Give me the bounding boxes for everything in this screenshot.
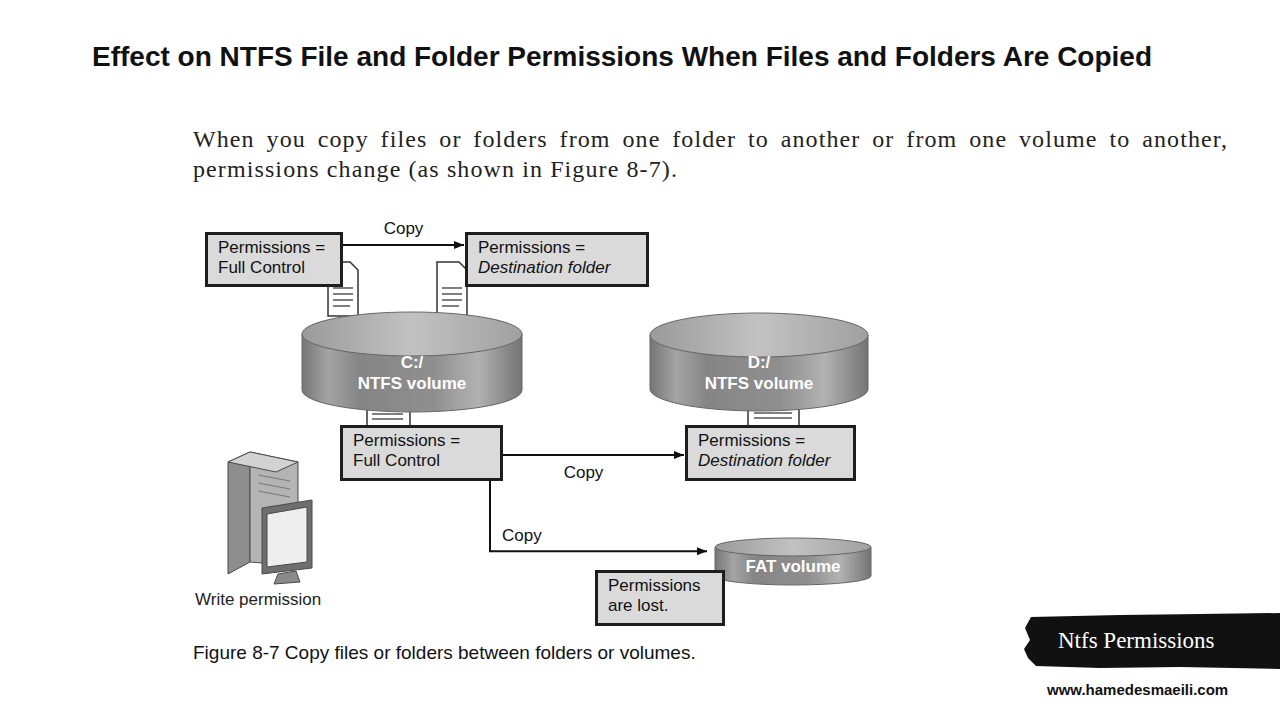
permission-box: Permissions =Destination folder xyxy=(685,425,856,481)
box-text: Permissions = xyxy=(698,431,843,451)
volume-cylinder: C:/NTFS volume xyxy=(302,312,522,412)
box-text: Permissions = xyxy=(478,238,636,258)
box-text: Permissions = xyxy=(218,238,330,258)
box-text: Destination folder xyxy=(698,451,843,471)
volume-label: FAT volume xyxy=(745,556,840,577)
permission-box: Permissions are lost. xyxy=(595,570,725,626)
edge-label: Copy xyxy=(500,526,544,545)
box-text: Permissions are lost. xyxy=(608,576,712,616)
copy-arrow xyxy=(490,481,707,551)
icon-label: Write permission xyxy=(195,590,395,610)
volume-cylinder: D:/NTFS volume xyxy=(650,313,868,411)
box-text: Permissions = xyxy=(353,431,490,451)
permission-box: Permissions =Full Control xyxy=(205,232,343,287)
intro-text: When you copy files or folders from one … xyxy=(193,124,1228,184)
box-text: Full Control xyxy=(353,451,490,471)
permission-box: Permissions =Full Control xyxy=(340,425,503,481)
server-icon xyxy=(228,452,312,584)
volume-cylinder: FAT volume xyxy=(715,538,871,585)
box-text: Destination folder xyxy=(478,258,636,278)
volume-label: C:/ xyxy=(401,352,424,373)
watermark-banner: Ntfs Permissions xyxy=(1058,627,1273,655)
page-title: Effect on NTFS File and Folder Permissio… xyxy=(92,40,1252,73)
volume-label: D:/ xyxy=(748,352,771,373)
watermark-url: www.hamedesmaeili.com xyxy=(1047,680,1275,700)
edge-label: Copy xyxy=(382,219,426,238)
permission-box: Permissions =Destination folder xyxy=(465,232,649,287)
figure-caption: Figure 8-7 Copy files or folders between… xyxy=(193,641,893,665)
banner-brush xyxy=(1024,613,1280,669)
edge-label: Copy xyxy=(562,463,606,482)
volume-label: NTFS volume xyxy=(358,373,467,394)
volume-label: NTFS volume xyxy=(705,373,814,394)
box-text: Full Control xyxy=(218,258,330,278)
copy-arrow xyxy=(503,454,684,456)
copy-arrow xyxy=(343,244,464,246)
